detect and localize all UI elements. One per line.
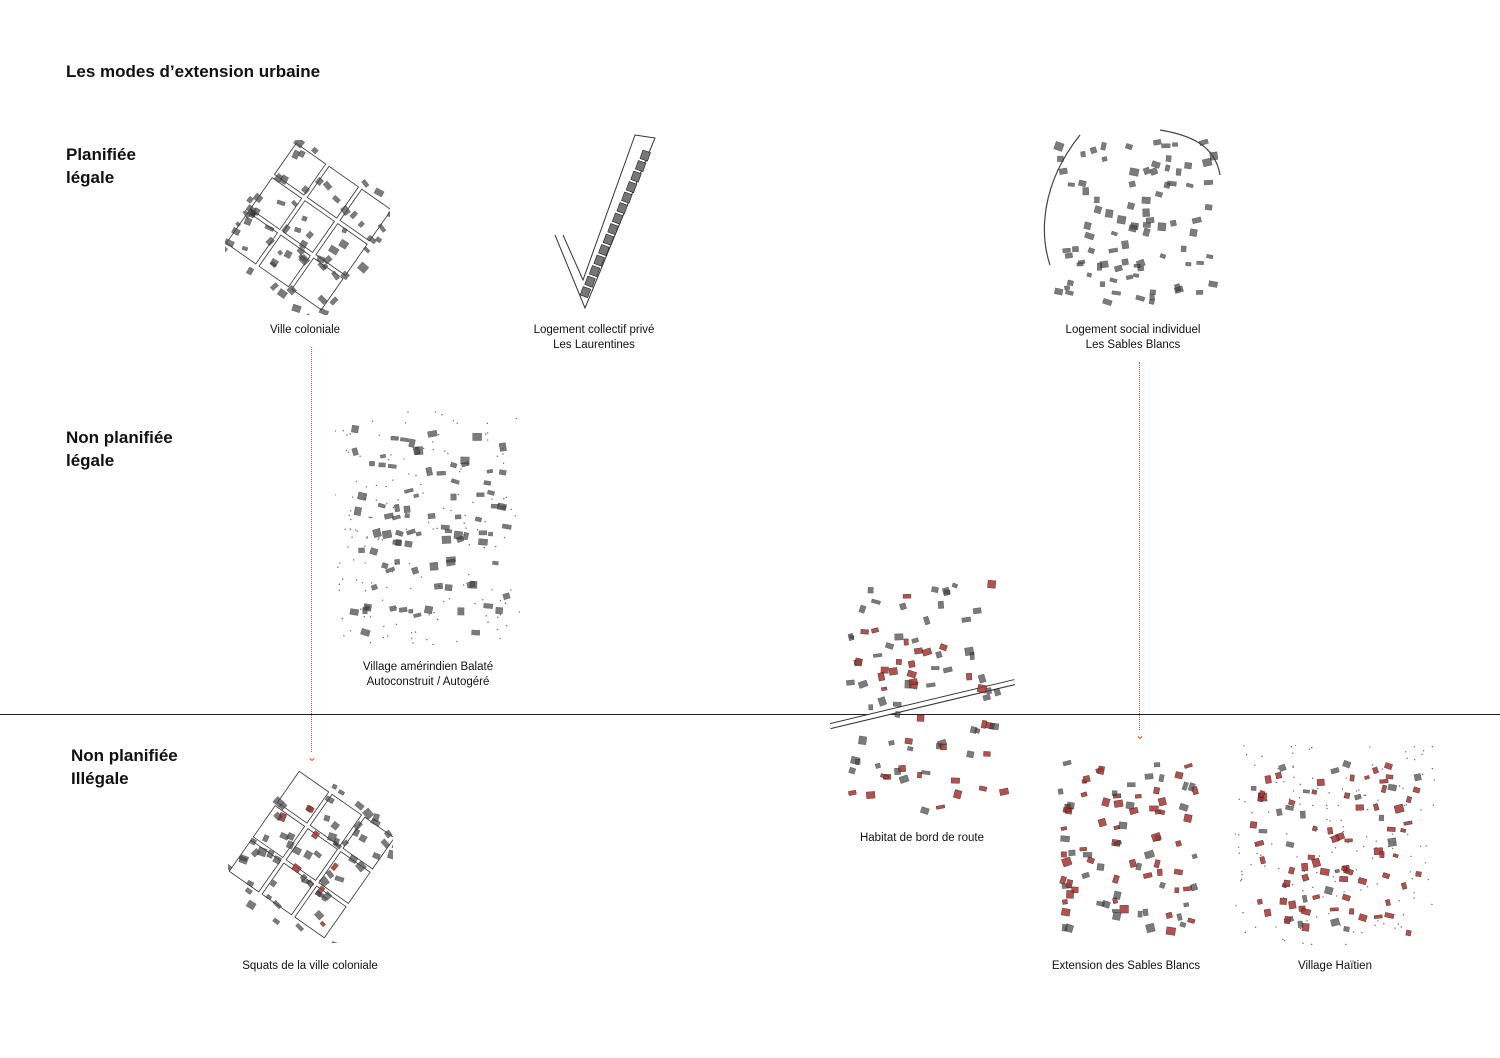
legal-illegal-divider	[0, 714, 1500, 715]
arrowhead-icon: ⌄	[306, 750, 318, 764]
caption-sables-blancs: Logement social individuel Les Sables Bl…	[1066, 323, 1201, 353]
row-label-line: Illégale	[71, 769, 129, 788]
caption-village-haitien: Village Haïtien	[1298, 960, 1372, 972]
map-bord-de-route	[830, 579, 1015, 815]
caption-line: Logement collectif privé	[533, 324, 655, 336]
map-laurentines	[554, 134, 656, 310]
arrow-sables-to-extension	[1139, 362, 1140, 730]
caption-line: Autoconstruit / Autogéré	[366, 676, 490, 688]
caption-line: Village amérindien Balaté	[362, 661, 494, 673]
caption-ville-coloniale: Ville coloniale	[269, 324, 341, 336]
map-extension-sables	[1057, 759, 1199, 936]
map-village-haitien	[1235, 745, 1435, 945]
caption-squats: Squats de la ville coloniale	[242, 960, 378, 972]
row-label-planned-legal: Planifiée légale	[66, 143, 136, 189]
page-title: Les modes d’extension urbaine	[66, 62, 321, 81]
caption-bord-de-route: Habitat de bord de route	[859, 832, 985, 844]
row-label-line: Planifiée	[66, 145, 136, 164]
caption-line: Logement social individuel	[1065, 324, 1201, 336]
row-label-line: Non planifiée	[71, 746, 178, 765]
caption-balate: Village amérindien Balaté Autoconstruit …	[363, 660, 493, 690]
row-label-unplanned-legal: Non planifiée légale	[66, 426, 173, 472]
map-ville-coloniale	[225, 140, 390, 315]
caption-laurentines: Logement collectif privé Les Laurentines	[534, 323, 655, 353]
map-squats	[228, 770, 393, 943]
row-label-line: légale	[66, 168, 115, 187]
caption-line: Les Laurentines	[553, 339, 635, 351]
caption-line: Les Sables Blancs	[1085, 339, 1181, 351]
map-balate	[335, 411, 520, 645]
caption-extension-sables: Extension des Sables Blancs	[1051, 960, 1201, 972]
map-sables-blancs	[1043, 129, 1221, 306]
arrowhead-icon: ⌄	[1134, 728, 1146, 742]
row-label-line: légale	[66, 451, 115, 470]
row-label-unplanned-illegal: Non planifiée Illégale	[71, 744, 178, 790]
arrow-coloniale-to-squats	[311, 347, 312, 752]
row-label-line: Non planifiée	[66, 428, 173, 447]
